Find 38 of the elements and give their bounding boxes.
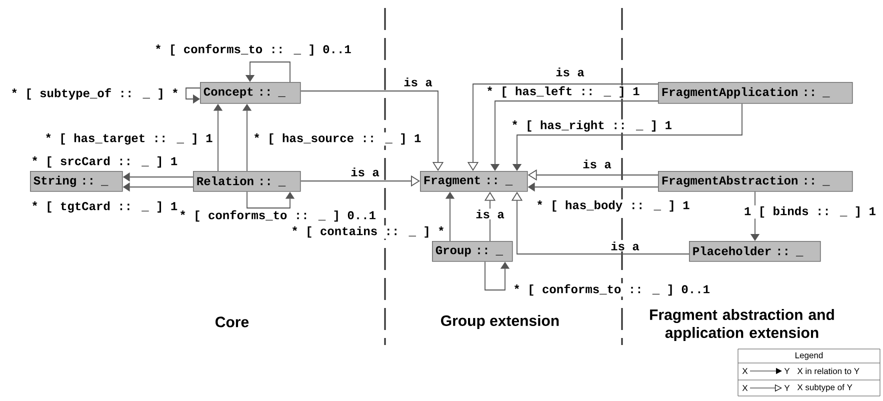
class-box: Placeholder :: _ bbox=[689, 241, 821, 262]
legend-text: X in relation to Y bbox=[797, 368, 860, 374]
section-title: Fragment abstraction and application extension bbox=[650, 309, 834, 341]
edge-label: is a bbox=[350, 166, 380, 178]
class-box: Relation :: _ bbox=[193, 171, 301, 192]
arrow bbox=[300, 90, 444, 171]
class-box: Fragment :: _ bbox=[420, 171, 528, 192]
edge-label: * [ conforms_to :: _ ] 0..1 bbox=[178, 209, 378, 223]
variable-label: Y bbox=[784, 385, 790, 391]
variable-label: Y bbox=[784, 368, 790, 374]
legend-title: Legend bbox=[796, 352, 823, 360]
variable-label: X bbox=[742, 385, 748, 391]
class-box: FragmentApplication :: _ bbox=[658, 82, 853, 104]
edge-label: 1 [ binds :: _ ] 1 bbox=[743, 205, 877, 219]
class-box: String :: _ bbox=[30, 171, 123, 192]
section-title: Core bbox=[216, 316, 249, 328]
edge-label: * [ has_right :: _ ] 1 bbox=[510, 119, 674, 133]
class-box: FragmentAbstraction :: _ bbox=[658, 171, 853, 192]
edge-label: * [ has_source :: _ ] 1 bbox=[252, 132, 422, 146]
edge-label: is a bbox=[582, 158, 612, 170]
section-title: Group extension bbox=[441, 315, 559, 329]
edge-label: * [ has_target :: _ ] 1 bbox=[44, 132, 214, 146]
edge-label: * [ subtype_of :: _ ] * bbox=[10, 87, 180, 101]
edge-label: is a bbox=[402, 76, 434, 88]
edge-label: * [ has_body :: _ ] 1 bbox=[535, 199, 691, 213]
class-box: Group :: _ bbox=[432, 241, 513, 262]
class-box: Concept :: _ bbox=[200, 82, 301, 104]
edge-label: is a bbox=[610, 240, 640, 252]
edge-label: * [ tgtCard :: _ ] 1 bbox=[30, 200, 179, 214]
edge-label: * [ conforms_to :: _ ] 0..1 bbox=[154, 43, 352, 57]
edge-label: is a bbox=[474, 208, 506, 220]
legend-text: X subtype of Y bbox=[797, 384, 852, 392]
variable-label: X bbox=[742, 368, 748, 374]
edge-label: * [ contains :: _ ] * bbox=[290, 225, 446, 239]
edge-label: * [ conforms_to :: _ ] 0..1 bbox=[512, 283, 712, 297]
edge-label: * [ srcCard :: _ ] 1 bbox=[30, 155, 179, 169]
edge-label: is a bbox=[554, 66, 586, 78]
edge-label: * [ has_left :: _ ] 1 bbox=[485, 85, 641, 99]
